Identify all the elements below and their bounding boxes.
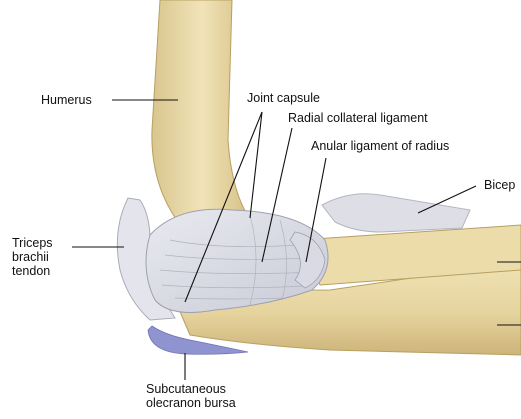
label-radial-collateral-ligament: Radial collateral ligament — [288, 111, 428, 125]
label-triceps-line1: Triceps — [12, 236, 53, 250]
label-subcutaneous-olecranon-bursa: Subcutaneous olecranon bursa — [146, 382, 236, 410]
label-joint-capsule: Joint capsule — [247, 91, 320, 105]
label-triceps-brachii-tendon: Triceps brachii tendon — [12, 236, 53, 278]
label-triceps-line2: brachii — [12, 250, 53, 264]
label-humerus: Humerus — [41, 93, 92, 107]
label-triceps-line3: tendon — [12, 264, 53, 278]
humerus-bone — [152, 0, 252, 232]
label-biceps: Bicep — [484, 178, 515, 192]
label-bursa-line1: Subcutaneous — [146, 382, 236, 396]
label-anular-ligament-of-radius: Anular ligament of radius — [311, 139, 449, 153]
label-bursa-line2: olecranon bursa — [146, 396, 236, 410]
